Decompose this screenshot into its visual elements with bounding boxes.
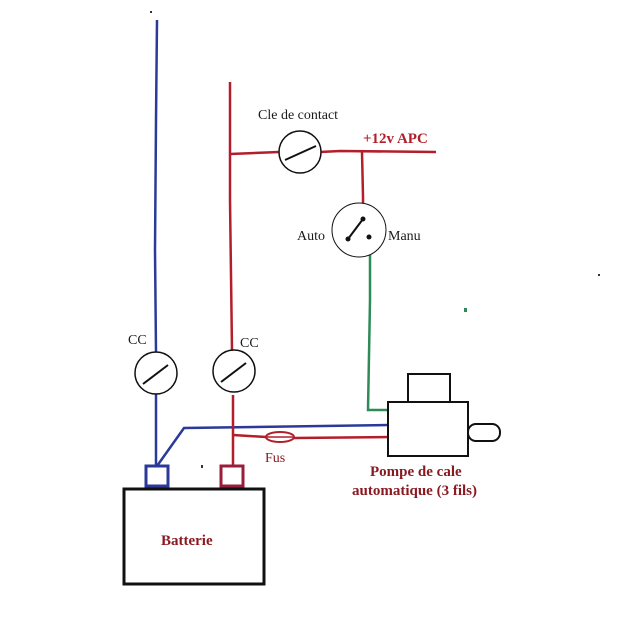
breaker-left-symbol — [134, 351, 178, 395]
switch-lever — [347, 218, 364, 240]
pump-top-block — [407, 373, 451, 403]
negative-battery-to-pump-wire — [155, 423, 389, 467]
switch-manual-label: Manu — [388, 229, 421, 244]
breaker-left-label: CC — [128, 333, 147, 348]
switch-auto-label: Auto — [297, 229, 325, 244]
ignition-key-needle — [284, 145, 317, 161]
battery-body — [122, 487, 266, 586]
pump-outlet — [467, 423, 501, 442]
ignition-key-circle — [278, 130, 322, 174]
ignition-feed-wire — [229, 150, 280, 156]
fuse-symbol — [265, 431, 295, 443]
switched-wire — [366, 240, 388, 412]
breaker-right-symbol — [212, 349, 256, 393]
pump-label-line1: Pompe de cale — [370, 464, 462, 480]
breaker-left-needle — [142, 364, 169, 385]
battery-symbol — [122, 464, 266, 586]
ignition-key-label: Cle de contact — [258, 108, 338, 123]
selector-switch-circle — [331, 202, 387, 258]
positive-feed-wire — [228, 82, 234, 351]
supply-line-wire — [319, 149, 437, 154]
fuse-label: Fus — [265, 451, 285, 466]
pump-body — [387, 401, 469, 457]
supply-label: +12v APC — [363, 131, 428, 147]
manual-to-pump-wire — [366, 240, 388, 412]
fuse-to-pump-wire — [293, 435, 391, 440]
pump-label-line2: automatique (3 fils) — [352, 483, 477, 499]
breaker-right-needle — [220, 362, 247, 383]
bilge-pump-symbol — [387, 373, 501, 457]
stray-marks — [150, 11, 600, 468]
switch-manual-contact — [366, 234, 372, 240]
battery-to-fuse-wire — [232, 433, 267, 439]
breaker-right-label: CC — [240, 336, 259, 351]
battery-positive-terminal — [219, 464, 245, 488]
selector-switch-symbol — [331, 202, 387, 258]
ignition-key-symbol — [278, 130, 322, 174]
negative-wires — [153, 19, 389, 467]
battery-negative-terminal — [144, 464, 170, 488]
negative-feed-wire — [153, 19, 159, 353]
battery-label: Batterie — [161, 533, 213, 549]
positive-wires — [228, 82, 437, 466]
